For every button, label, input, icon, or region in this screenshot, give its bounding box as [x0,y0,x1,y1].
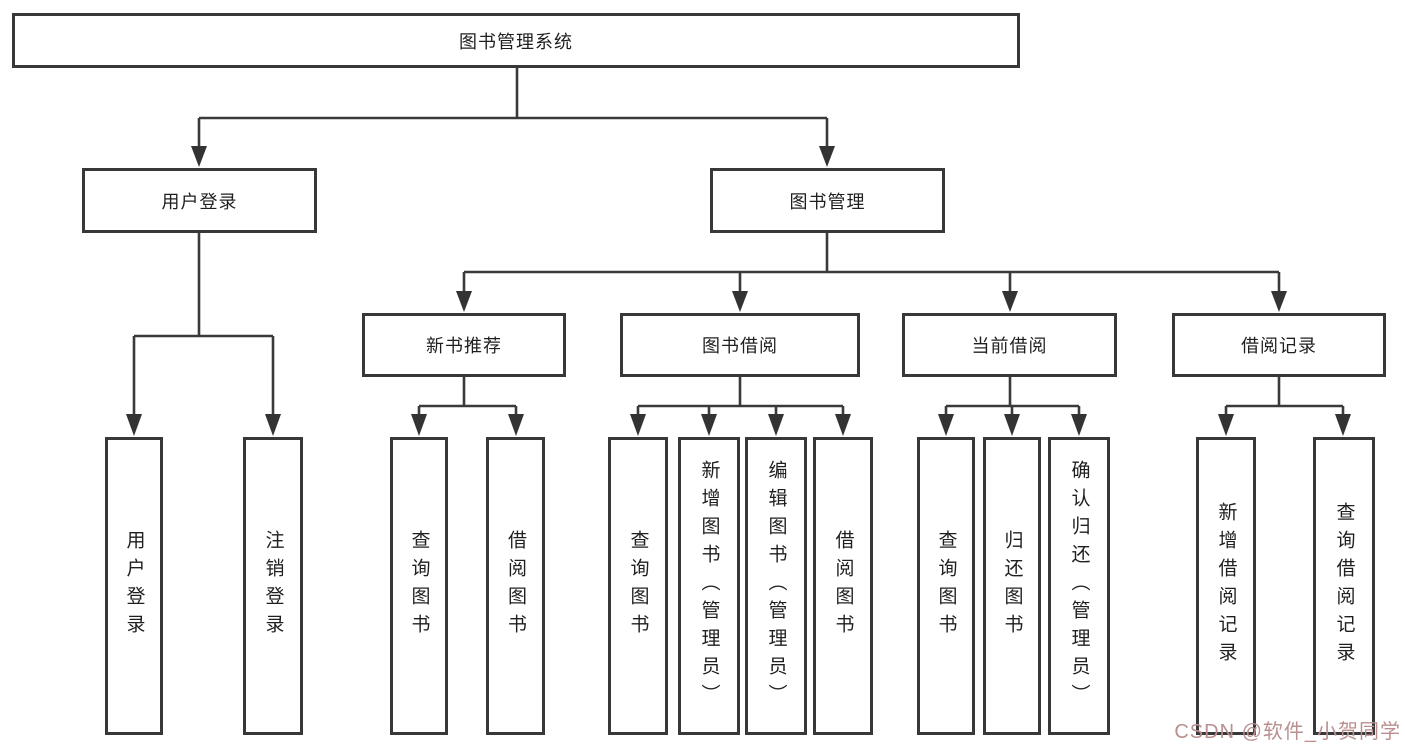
leaf-query-borrow-record: 查询借阅记录 [1313,437,1375,735]
leaf-logout: 注销登录 [243,437,303,735]
node-book-management: 图书管理 [710,168,945,233]
leaf-query-books-borrow: 查询图书 [608,437,668,735]
node-book-borrowing: 图书借阅 [620,313,860,377]
connector-user-login-to-leaves [126,233,281,436]
leaf-query-books-current: 查询图书 [917,437,975,735]
node-user-login: 用户登录 [82,168,317,233]
leaf-borrow-books: 借阅图书 [813,437,873,735]
leaf-query-books-recommend: 查询图书 [390,437,448,735]
connector-root-to-level2 [191,68,835,167]
connector-borrowing-records-to-leaves [1218,377,1351,436]
leaf-edit-books-admin: 编辑图书（管理员） [745,437,807,735]
node-borrowing-records: 借阅记录 [1172,313,1386,377]
node-root: 图书管理系统 [12,13,1020,68]
csdn-watermark: CSDN @软件_小贺同学 [1174,721,1401,743]
connector-book-management-to-level3 [456,233,1287,312]
connector-new-book-recommendation-to-leaves [411,377,524,436]
leaf-return-books: 归还图书 [983,437,1041,735]
node-new-book-recommendation: 新书推荐 [362,313,566,377]
leaf-borrow-books-recommend: 借阅图书 [486,437,545,735]
leaf-add-borrow-record: 新增借阅记录 [1196,437,1256,735]
leaf-user-login: 用户登录 [105,437,163,735]
leaf-add-books-admin: 新增图书（管理员） [678,437,740,735]
node-current-borrowing: 当前借阅 [902,313,1117,377]
leaf-confirm-return-admin: 确认归还（管理员） [1048,437,1110,735]
connector-book-borrowing-to-leaves [630,377,851,436]
connector-current-borrowing-to-leaves [938,377,1087,436]
